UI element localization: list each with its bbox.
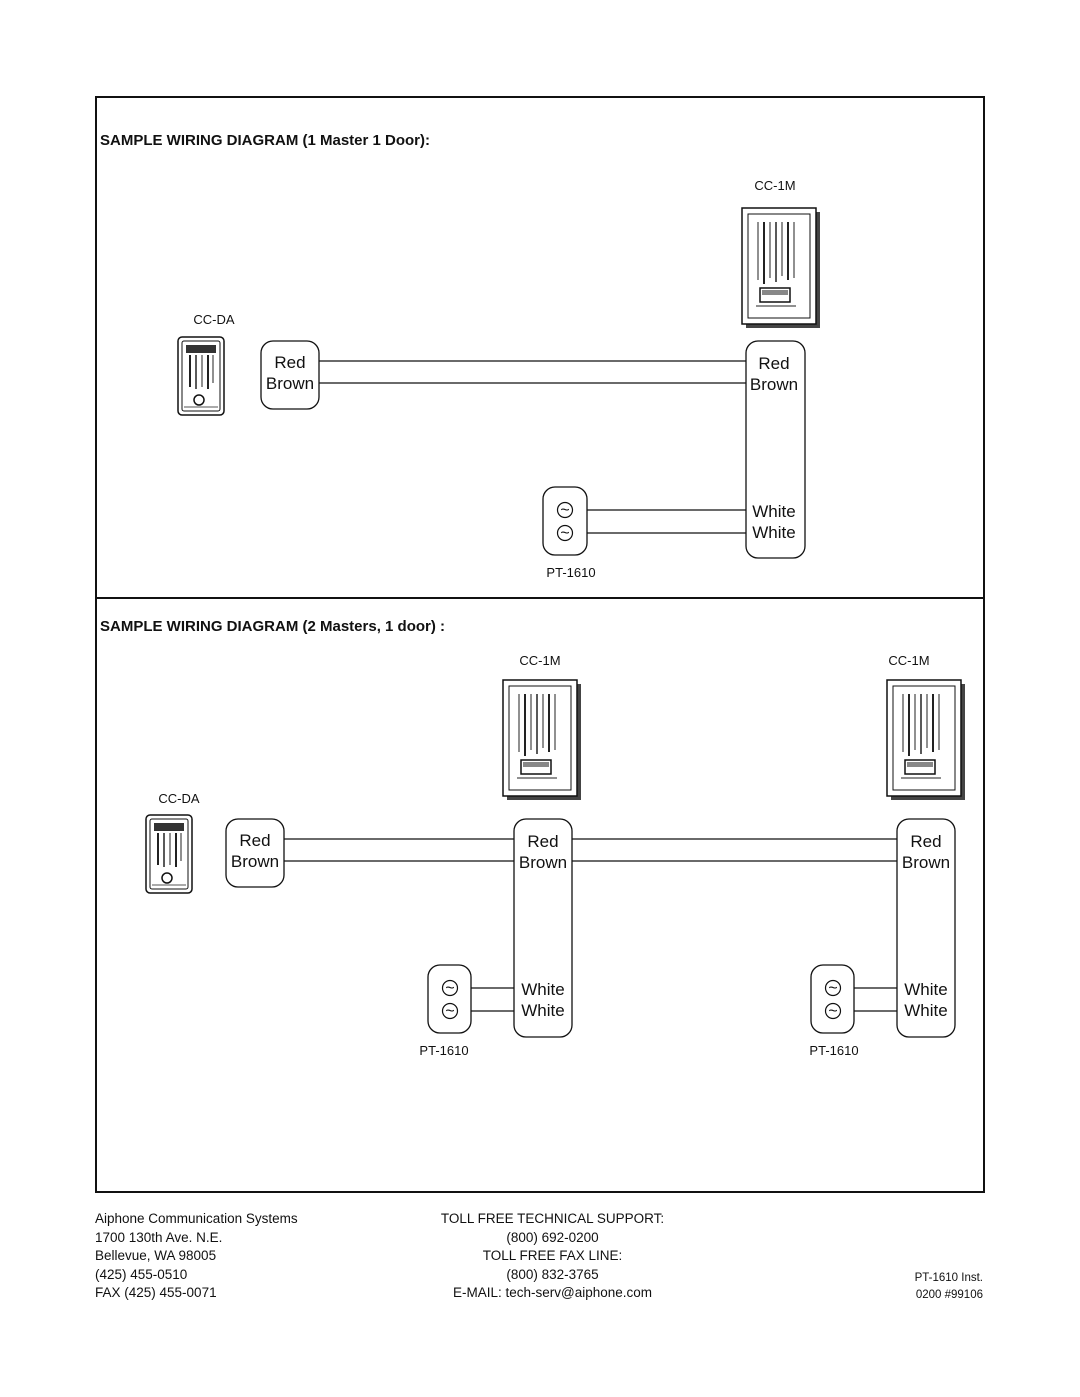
company-fax: FAX (425) 455-0071 bbox=[95, 1285, 217, 1300]
diagram2-t2-tilde-2: ~ bbox=[828, 1003, 837, 1020]
diagram2-door-station bbox=[145, 814, 193, 894]
diagram2-master1-station bbox=[502, 679, 582, 801]
diagram2-master2-terminal-box bbox=[896, 818, 956, 1038]
support-email: E-MAIL: tech-serv@aiphone.com bbox=[452, 1285, 653, 1300]
diagram2-door-wire-red: Red bbox=[239, 831, 270, 850]
diagram2-transformer1-label: PT-1610 bbox=[419, 1043, 468, 1058]
diagram1-transformer-terminal-1 bbox=[556, 501, 574, 519]
diagram1-title: SAMPLE WIRING DIAGRAM (1 Master 1 Door): bbox=[100, 132, 431, 149]
diagram2-master2-wire-white-1: White bbox=[904, 980, 947, 999]
diagram1-door-wire-brown: Brown bbox=[266, 374, 314, 393]
footer-company-address: Aiphone Communication Systems 1700 130th… bbox=[95, 1210, 298, 1303]
diagram2-master1-wire-white-1: White bbox=[521, 980, 564, 999]
diagram1-master-label: CC-1M bbox=[754, 178, 795, 193]
diagram1-door-label: CC-DA bbox=[193, 312, 234, 327]
diagram2-transformer1-terminal-2 bbox=[441, 1002, 459, 1020]
support-heading: TOLL FREE TECHNICAL SUPPORT: bbox=[440, 1211, 665, 1226]
diagram2-master1-label: CC-1M bbox=[519, 653, 560, 668]
footer-support: TOLL FREE TECHNICAL SUPPORT: (800) 692-0… bbox=[440, 1210, 665, 1303]
diagram2-master2-station bbox=[886, 679, 966, 801]
diagram1-master-wire-red: Red bbox=[758, 354, 789, 373]
section-divider bbox=[95, 597, 985, 599]
diagram1-master-station bbox=[741, 207, 821, 329]
company-street: 1700 130th Ave. N.E. bbox=[95, 1229, 223, 1245]
diagram2-t1-tilde-1: ~ bbox=[445, 980, 454, 997]
diagram1-transformer-label: PT-1610 bbox=[546, 565, 595, 580]
diagram1-transformer bbox=[542, 486, 588, 556]
diagram2-t1-tilde-2: ~ bbox=[445, 1003, 454, 1020]
diagram1-tilde-2: ~ bbox=[560, 525, 569, 542]
diagram1-master-terminal-box bbox=[745, 340, 806, 559]
diagram2-transformer2-terminal-1 bbox=[824, 979, 842, 997]
diagram1-door-terminal-box bbox=[260, 340, 320, 410]
diagram2-transformer2-label: PT-1610 bbox=[809, 1043, 858, 1058]
diagram2-door-label: CC-DA bbox=[158, 791, 199, 806]
diagram2-door-wire-brown: Brown bbox=[231, 852, 279, 871]
company-name: Aiphone Communication Systems bbox=[95, 1211, 298, 1226]
diagram2-transformer1-terminal-1 bbox=[441, 979, 459, 997]
diagram2-master2-wire-white-2: White bbox=[904, 1001, 947, 1020]
company-phone: (425) 455-0510 bbox=[95, 1266, 188, 1282]
doc-number: 0200 #99106 bbox=[915, 1289, 983, 1301]
diagram2-master1-wire-white-2: White bbox=[521, 1001, 564, 1020]
diagram2-title: SAMPLE WIRING DIAGRAM (2 Masters, 1 door… bbox=[100, 618, 446, 635]
diagram2-master2-label: CC-1M bbox=[888, 653, 929, 668]
diagram2-master1-wire-brown: Brown bbox=[519, 853, 567, 872]
diagram2-master2-wire-red: Red bbox=[910, 832, 941, 851]
diagram1-master-wire-white-1: White bbox=[752, 502, 795, 521]
fax-heading: TOLL FREE FAX LINE: bbox=[482, 1248, 623, 1263]
diagram1-master-wire-brown: Brown bbox=[750, 375, 798, 394]
document-frame bbox=[95, 96, 985, 1193]
diagram2-transformer2 bbox=[810, 964, 855, 1034]
diagram2-wire-lines bbox=[284, 838, 897, 1012]
support-phone: (800) 692-0200 bbox=[506, 1229, 599, 1245]
diagram1-master-wire-white-2: White bbox=[752, 523, 795, 542]
footer-doc-ref: PT-1610 Inst. 0200 #99106 bbox=[880, 1270, 983, 1304]
diagram2-door-terminal-box bbox=[225, 818, 285, 888]
diagram2-master2-wire-brown: Brown bbox=[902, 853, 950, 872]
diagram1-wire-lines bbox=[319, 360, 746, 534]
diagram1-door-station bbox=[177, 336, 225, 416]
diagram2-transformer1 bbox=[427, 964, 472, 1034]
fax-phone: (800) 832-3765 bbox=[506, 1266, 599, 1282]
diagram1-tilde-1: ~ bbox=[560, 502, 569, 519]
doc-title: PT-1610 Inst. bbox=[914, 1272, 983, 1284]
diagram2-master1-terminal-box bbox=[513, 818, 573, 1038]
company-city: Bellevue, WA 98005 bbox=[95, 1248, 217, 1263]
diagram2-t2-tilde-1: ~ bbox=[828, 980, 837, 997]
diagram1-transformer-terminal-2 bbox=[556, 524, 574, 542]
diagram2-master1-wire-red: Red bbox=[527, 832, 558, 851]
diagram2-transformer2-terminal-2 bbox=[824, 1002, 842, 1020]
diagram1-door-wire-red: Red bbox=[274, 353, 305, 372]
